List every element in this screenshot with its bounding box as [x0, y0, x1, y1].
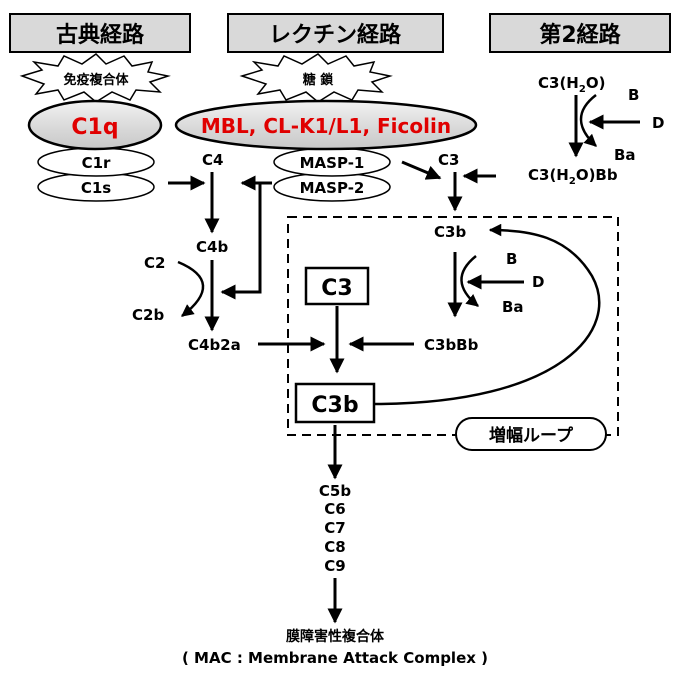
c1r-ellipse: C1r: [37, 147, 155, 177]
mbl-ellipse: MBL, CL-K1/L1, Ficolin: [174, 99, 478, 151]
amplification-loop-box: [287, 216, 619, 436]
c1s-ellipse: C1s: [37, 172, 155, 202]
arrow-c2-to-c2b: [177, 260, 205, 317]
masp1-ellipse: MASP-1: [273, 147, 391, 177]
c4b2a-label: C4b2a: [188, 336, 241, 354]
sugar-chain-burst: 糖 鎖: [239, 53, 393, 103]
c3-top-label: C3: [438, 151, 459, 169]
header-lectin-label: レクチン経路: [269, 22, 402, 48]
loop-ba-label: Ba: [502, 298, 524, 316]
alt-ba-label: Ba: [614, 146, 636, 164]
c3-box: C3: [304, 266, 370, 306]
header-alternative: 第2経路: [489, 13, 671, 53]
terminal-c8: C8: [324, 538, 345, 556]
header-classical: 古典経路: [9, 13, 191, 53]
alt-b-label: B: [628, 86, 639, 104]
header-classical-label: 古典経路: [56, 22, 145, 48]
loop-d-label: D: [532, 273, 544, 291]
amplification-loop-label: 増幅ループ: [489, 425, 574, 446]
loop-b-label: B: [506, 250, 517, 268]
c3b-box: C3b: [294, 382, 376, 424]
immune-complex-label: 免疫複合体: [63, 72, 129, 88]
terminal-c7: C7: [324, 519, 345, 537]
loop-c3b: C3b B D Ba C3bBb: [424, 223, 544, 354]
header-alternative-label: 第2経路: [539, 22, 621, 48]
alternative-tickover: C3(H2O) B D Ba C3(H2O)Bb: [528, 74, 664, 187]
c1s-label: C1s: [81, 179, 111, 197]
terminal-c5b: C5b: [319, 482, 351, 500]
masp2-label: MASP-2: [300, 179, 365, 197]
alt-d-label: D: [652, 114, 664, 132]
loop-c3b-label: C3b: [434, 223, 466, 241]
arrow-amplification-feedback: [373, 223, 601, 406]
c2b-label: C2b: [132, 306, 164, 324]
arrow-b-to-ba: [579, 94, 597, 147]
c3bbb-label: C3bBb: [424, 336, 479, 354]
c3-top: C3: [401, 151, 496, 212]
terminal-c9: C9: [324, 557, 345, 575]
mac-english-label: ( MAC : Membrane Attack Complex ): [182, 649, 488, 667]
header-lectin: レクチン経路: [227, 13, 444, 53]
masp1-label: MASP-1: [300, 154, 365, 172]
c4-label: C4: [202, 151, 223, 169]
c1q-label: C1q: [71, 115, 118, 140]
arrow-masp-to-c2: [220, 181, 272, 300]
c3h2o-label: C3(H2O): [538, 74, 605, 95]
terminal-components: C5b C6 C7 C8 C9: [319, 482, 351, 575]
sugar-chain-label: 糖 鎖: [303, 72, 335, 88]
c1q-ellipse: C1q: [27, 99, 163, 151]
c1r-label: C1r: [82, 154, 111, 172]
terminal-c6: C6: [324, 500, 345, 518]
immune-complex-burst: 免疫複合体: [19, 53, 171, 103]
arrow-masp1-to-c3: [401, 160, 442, 180]
masp2-ellipse: MASP-2: [273, 172, 391, 202]
mbl-label: MBL, CL-K1/L1, Ficolin: [201, 114, 451, 138]
c4-cascade: C4 C4b C2 C2b C4b2a: [132, 151, 272, 354]
c2-label: C2: [144, 254, 165, 272]
c4b-label: C4b: [196, 238, 228, 256]
c3h2obb-label: C3(H2O)Bb: [528, 166, 618, 187]
amplification-loop-tag: 増幅ループ: [455, 417, 607, 451]
mac-label: 膜障害性複合体: [286, 628, 385, 645]
arrow-loop-b-to-ba: [460, 255, 479, 307]
c3-box-label: C3: [321, 276, 352, 301]
c3b-box-label: C3b: [311, 393, 358, 418]
